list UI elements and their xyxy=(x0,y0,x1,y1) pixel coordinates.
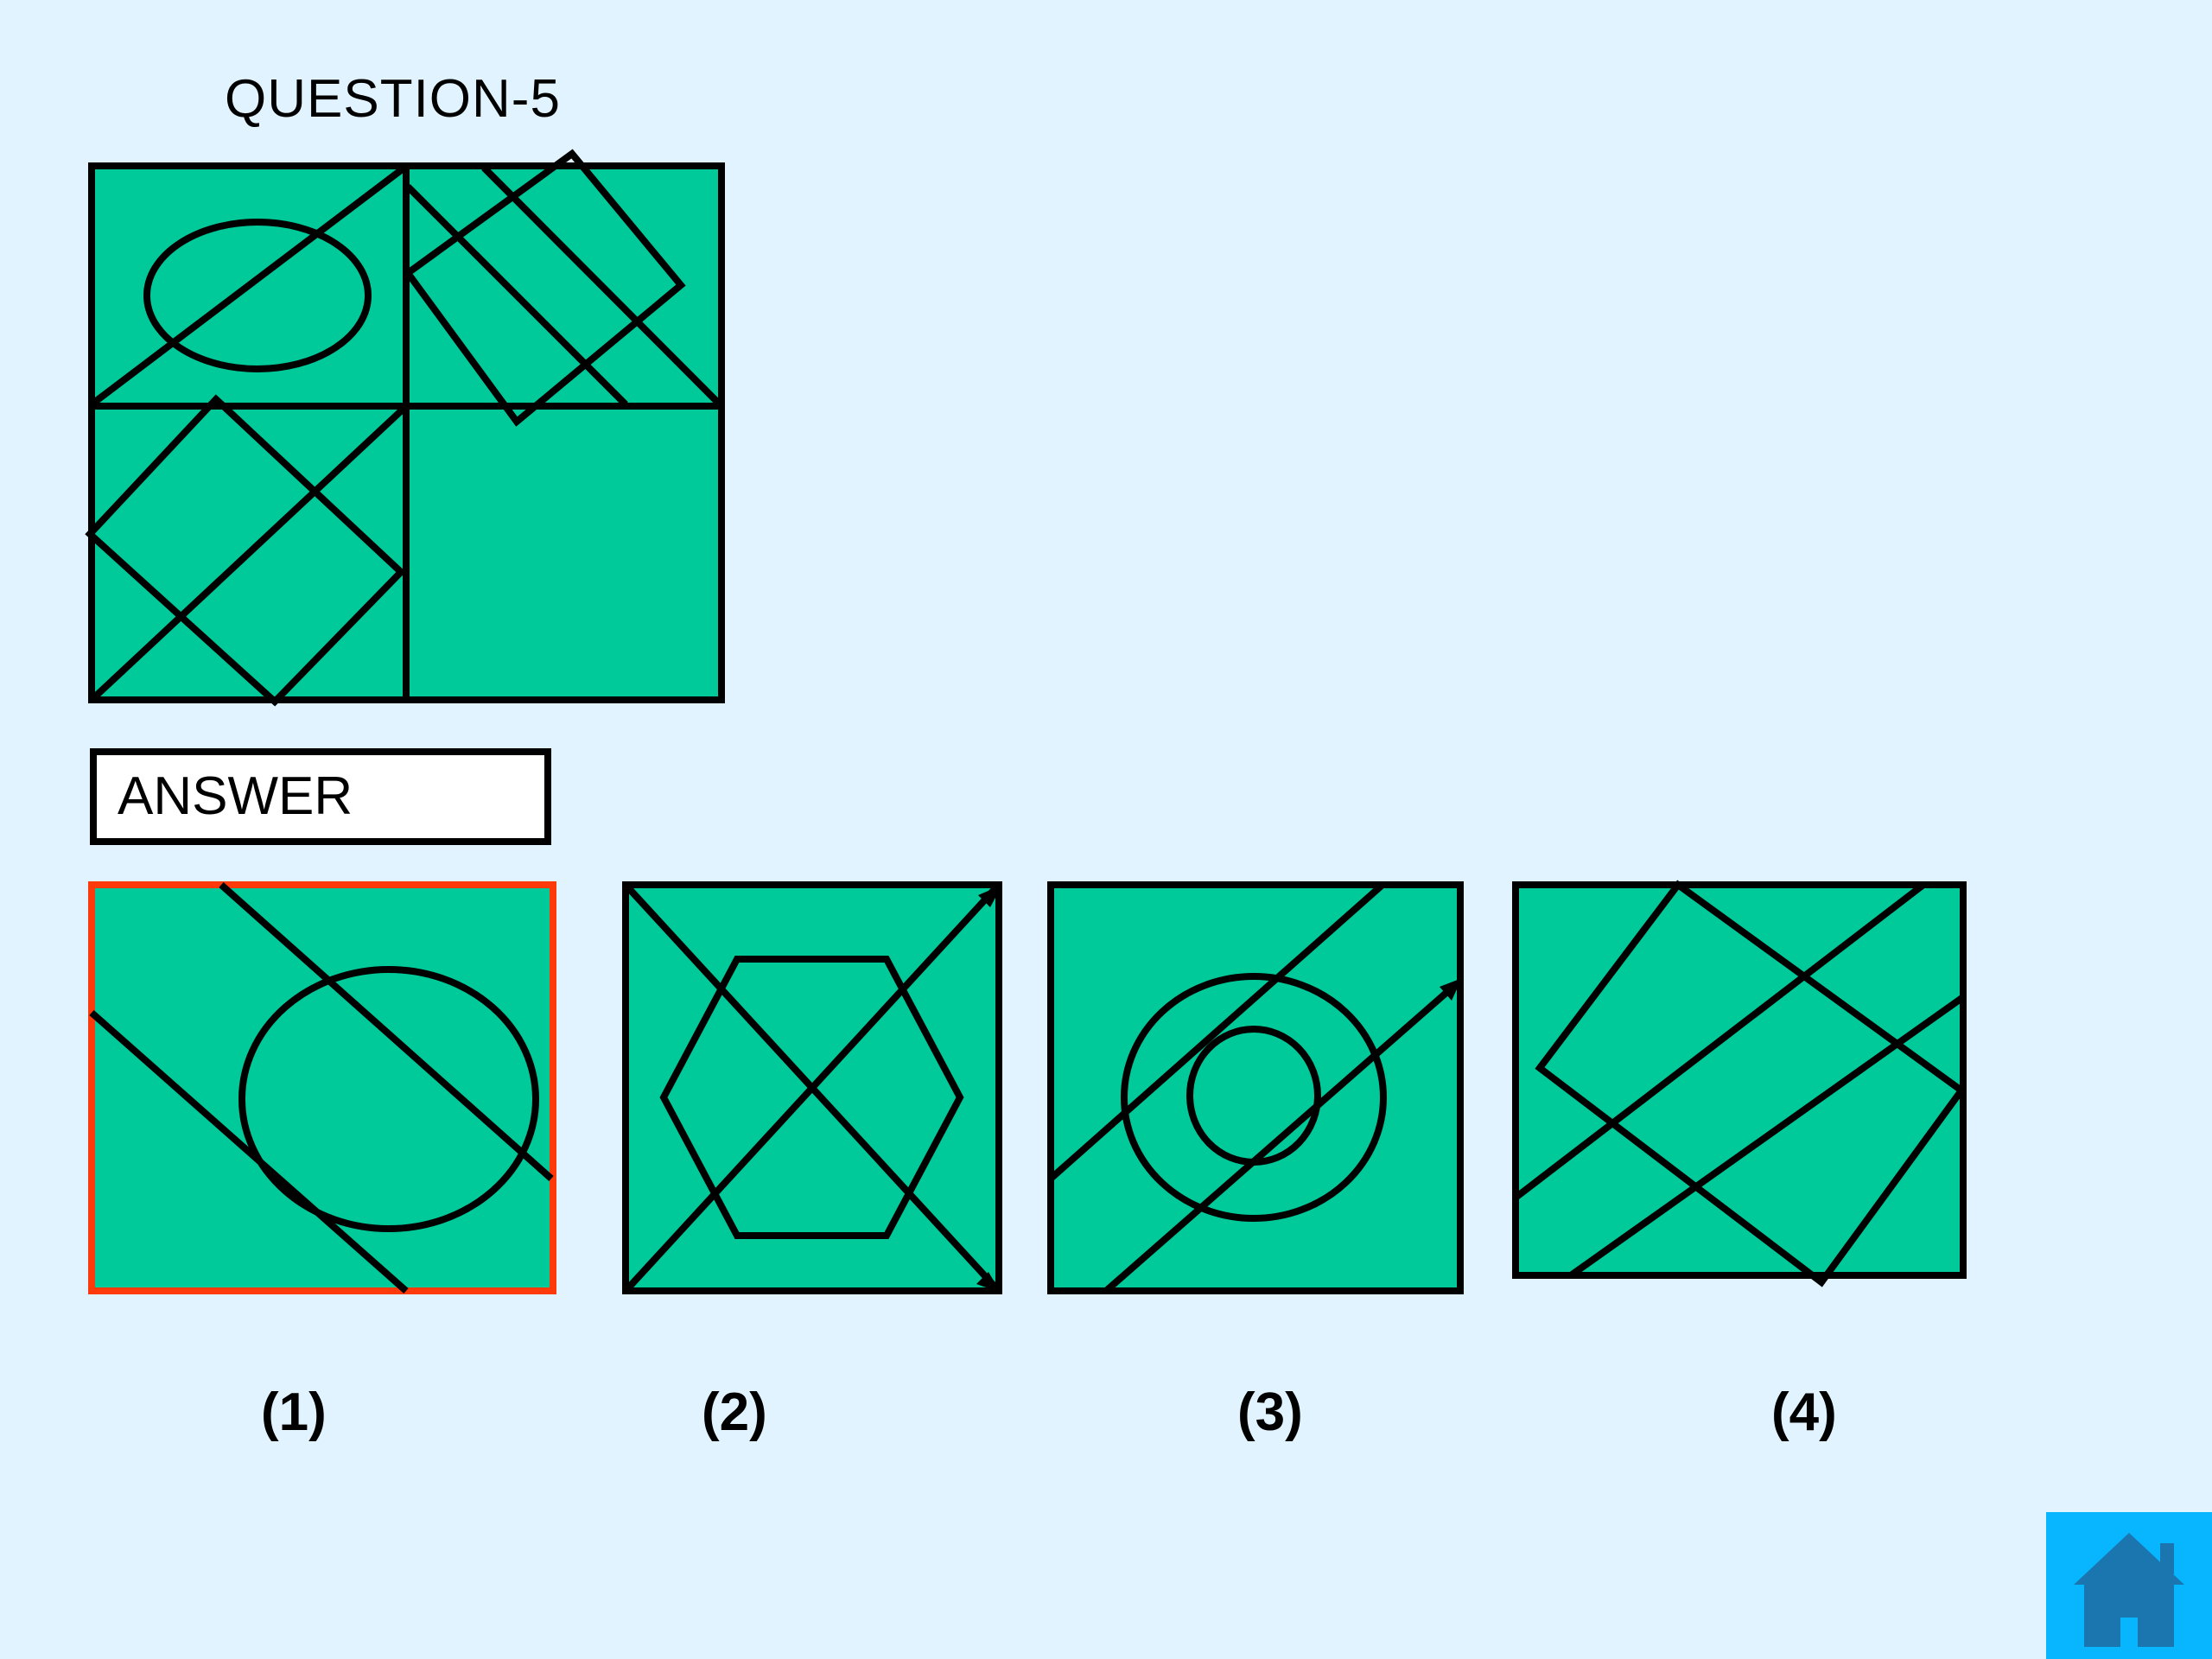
option-2-figure[interactable] xyxy=(620,878,1009,1301)
option-4-box xyxy=(1512,881,1967,1279)
option-1-box xyxy=(88,881,556,1294)
answer-box[interactable]: ANSWER xyxy=(90,748,551,845)
option-4-line-2 xyxy=(1568,994,1966,1279)
option-3-svg xyxy=(1047,881,1464,1294)
question-figure-grid xyxy=(85,149,726,707)
option-3-line-2 xyxy=(1103,982,1458,1294)
option-3-figure[interactable] xyxy=(1046,878,1469,1301)
option-3-label: (3) xyxy=(1237,1382,1303,1442)
option-2-arrowhead-top xyxy=(978,885,1002,907)
option-4-line-1 xyxy=(1513,881,1926,1201)
cell2-line-1 xyxy=(405,184,628,407)
home-icon xyxy=(2074,1533,2184,1647)
home-icon-chimney xyxy=(2160,1543,2174,1574)
option-3-line-1 xyxy=(1048,882,1385,1181)
option-1-svg xyxy=(88,881,556,1294)
question-figure-svg xyxy=(85,149,725,707)
option-1-line-2 xyxy=(89,1010,409,1294)
option-4-svg xyxy=(1512,880,1967,1287)
option-2-diagonal-up xyxy=(623,884,1000,1294)
home-button[interactable] xyxy=(2046,1512,2212,1659)
cell1-diagonal xyxy=(89,164,407,408)
option-1-line-1 xyxy=(219,882,554,1181)
option-2-svg xyxy=(622,881,1002,1294)
cell1-ellipse xyxy=(143,219,372,372)
cell2-rectangle xyxy=(403,149,686,427)
option-4-figure[interactable] xyxy=(1512,878,1970,1287)
option-1-figure[interactable] xyxy=(86,878,562,1301)
option-2-arrowhead-bottom xyxy=(976,1272,1001,1293)
cell3-diagonal xyxy=(89,405,407,702)
home-icon-door xyxy=(2120,1618,2138,1647)
option-1-circle xyxy=(238,966,539,1232)
option-4-rectangle xyxy=(1535,880,1967,1287)
question-title: QUESTION-5 xyxy=(225,69,561,129)
cell3-square xyxy=(85,394,406,707)
option-2-label: (2) xyxy=(702,1382,767,1442)
home-icon-roof xyxy=(2074,1533,2184,1585)
option-4-label: (4) xyxy=(1771,1382,1837,1442)
cell2-line-2 xyxy=(481,165,722,407)
option-3-arrowhead xyxy=(1440,978,1462,1001)
option-3-box xyxy=(1047,881,1464,1294)
option-2-hexagon xyxy=(659,956,964,1239)
option-3-outer-circle xyxy=(1121,973,1387,1222)
option-1-label: (1) xyxy=(261,1382,327,1442)
